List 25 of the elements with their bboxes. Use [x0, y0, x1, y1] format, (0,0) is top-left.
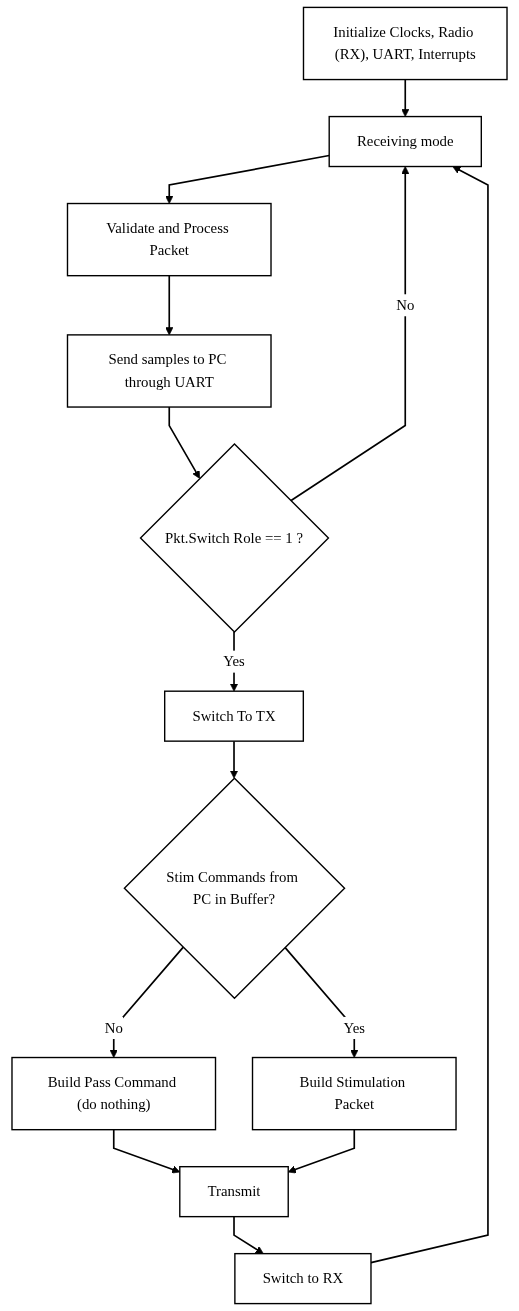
edge-label: No [104, 1019, 123, 1036]
node-box: Validate and Process Packet [66, 202, 272, 277]
edge-label: Yes [343, 1019, 366, 1036]
arrow [229, 631, 239, 692]
node-box: Switch To TX [164, 690, 305, 742]
node-diamond: Stim Commands from PC in Buffer? [123, 777, 346, 1000]
node-box: Build Pass Command (do nothing) [11, 1056, 217, 1131]
node-diamond: Pkt.Switch Role == 1 ? [139, 443, 330, 633]
node-box: Send samples to PC through UART [66, 334, 272, 408]
node-box: Receiving mode [328, 115, 482, 168]
edge-label: Yes [223, 653, 245, 669]
arrow [233, 1215, 264, 1254]
node-box: Initialize Clocks, Radio (RX), UART, Interrupts [302, 6, 508, 81]
arrow [229, 740, 239, 779]
node-box: Switch to RX [234, 1252, 372, 1305]
arrow [168, 406, 201, 479]
node-box: Build Stimulation Packet [251, 1056, 457, 1131]
edge-label: No [396, 296, 415, 313]
node-box: Transmit [179, 1166, 289, 1218]
arrow [370, 166, 489, 1264]
arrow [109, 946, 184, 1058]
arrow [401, 78, 410, 117]
arrow [289, 166, 410, 502]
arrow [165, 274, 174, 336]
arrow [284, 946, 359, 1058]
